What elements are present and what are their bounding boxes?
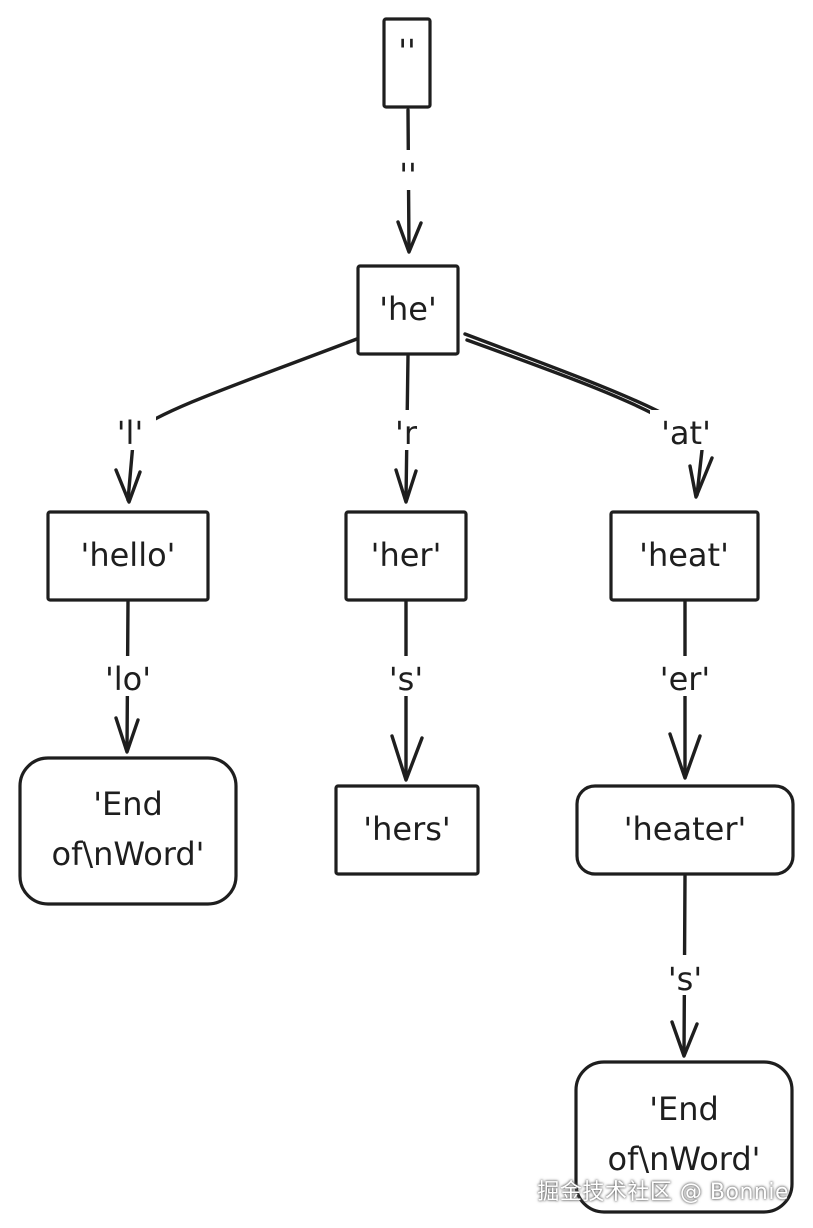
node-end-of-word-2-line1: 'End [649, 1090, 719, 1128]
edge-he-hello: 'l' [104, 335, 364, 504]
node-end-of-word-1-line1: 'End [93, 785, 163, 823]
edge-label-he-heat: 'at' [661, 414, 711, 452]
edge-hello-end: 'lo' [102, 600, 154, 754]
node-hello-label: 'hello' [81, 536, 176, 574]
edge-label-he-her: 'r [395, 414, 418, 452]
node-he: 'he' [356, 264, 460, 356]
node-her: 'her' [344, 510, 468, 602]
node-root-label: '' [398, 32, 416, 70]
node-hello: 'hello' [46, 510, 210, 602]
edge-label-heat-heater: 'er' [660, 660, 710, 698]
node-hers: 'hers' [334, 784, 480, 876]
edge-label-he-hello: 'l' [117, 414, 143, 452]
node-heat: 'heat' [609, 510, 760, 602]
edge-he-heat: 'at' [463, 332, 722, 499]
node-end-of-word-2-line2: of\nWord' [608, 1140, 761, 1178]
node-he-label: 'he' [379, 290, 437, 328]
node-heater-label: 'heater' [624, 810, 747, 848]
edge-heat-heater: 'er' [658, 600, 714, 780]
edge-heater-end: 's' [664, 874, 706, 1058]
edge-label-her-hers: 's' [389, 660, 423, 698]
edge-root-he: '' [388, 108, 428, 254]
node-heat-label: 'heat' [639, 536, 729, 574]
node-her-label: 'her' [371, 536, 442, 574]
node-end-of-word-1: 'End of\nWord' [18, 756, 238, 906]
edge-he-her: 'r [386, 354, 430, 504]
node-hers-label: 'hers' [363, 810, 450, 848]
edge-her-hers: 's' [386, 600, 428, 782]
edge-label-hello-end: 'lo' [105, 660, 151, 698]
node-root: '' [382, 17, 432, 109]
node-heater: 'heater' [575, 784, 795, 876]
node-end-of-word-2: 'End of\nWord' [574, 1060, 794, 1214]
edge-label-root-he: '' [399, 156, 417, 194]
node-end-of-word-1-line2: of\nWord' [52, 835, 205, 873]
watermark: 掘金技术社区 @ Bonnie [537, 1180, 789, 1205]
edge-label-heater-end: 's' [668, 960, 702, 998]
